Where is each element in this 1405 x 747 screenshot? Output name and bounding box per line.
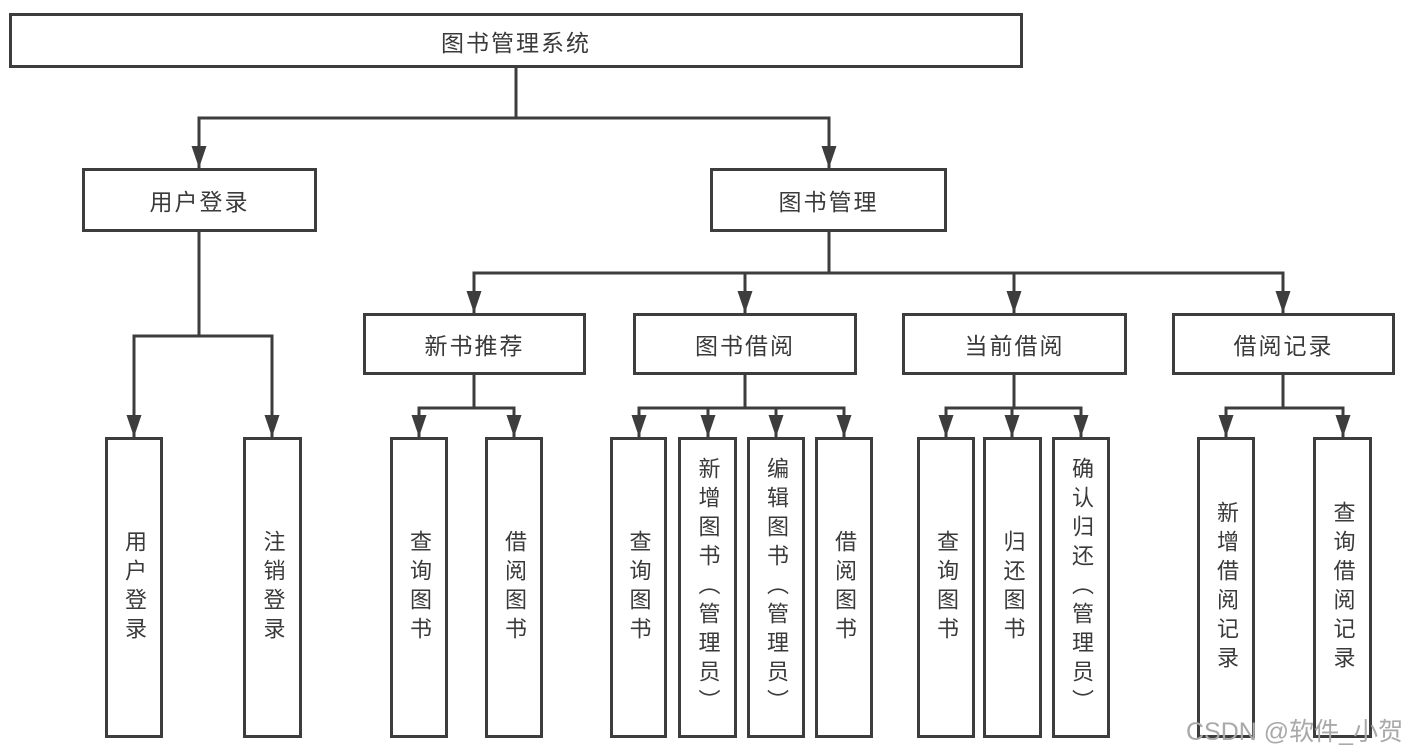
leaf-logout: 注销登录 [243, 437, 302, 738]
leaf-label: 查询图书 [934, 529, 959, 646]
leaf-bb-borrow-books: 借阅图书 [815, 437, 873, 738]
node-user-login: 用户登录 [82, 168, 317, 232]
leaf-label: 新增图书（管理员） [695, 457, 721, 718]
node-borrowing-records: 借阅记录 [1172, 313, 1395, 375]
node-current-borrowing: 当前借阅 [902, 313, 1127, 375]
leaf-label: 确认归还（管理员） [1069, 457, 1094, 718]
leaf-nbr-borrow-books: 借阅图书 [485, 437, 543, 738]
leaf-label: 借阅图书 [502, 529, 527, 646]
leaf-label: 用户登录 [122, 529, 147, 646]
leaf-label: 新增借阅记录 [1214, 500, 1239, 675]
leaf-bb-edit-books-admin: 编辑图书（管理员） [747, 437, 805, 738]
leaf-br-add-record: 新增借阅记录 [1197, 437, 1255, 738]
leaf-cb-confirm-return-admin: 确认归还（管理员） [1052, 437, 1110, 738]
leaf-nbr-query-books: 查询图书 [390, 437, 448, 738]
leaf-label: 归还图书 [1000, 529, 1026, 646]
node-new-book-recommend: 新书推荐 [363, 313, 586, 375]
leaf-bb-query-books: 查询图书 [610, 437, 667, 738]
leaf-user-login: 用户登录 [105, 437, 163, 738]
node-book-management: 图书管理 [710, 168, 947, 232]
leaf-cb-query-books: 查询图书 [917, 437, 975, 738]
leaf-cb-return-books: 归还图书 [983, 437, 1042, 738]
leaf-label: 编辑图书（管理员） [764, 457, 789, 718]
leaf-label: 借阅图书 [832, 529, 857, 646]
leaf-label: 查询图书 [407, 529, 432, 646]
leaf-label: 注销登录 [260, 529, 286, 646]
leaf-br-query-record: 查询借阅记录 [1313, 437, 1372, 738]
node-root: 图书管理系统 [9, 13, 1023, 68]
leaf-label: 查询借阅记录 [1330, 500, 1356, 675]
node-book-borrowing: 图书借阅 [633, 313, 857, 375]
leaf-bb-add-books-admin: 新增图书（管理员） [678, 437, 737, 738]
leaf-label: 查询图书 [626, 529, 652, 646]
watermark: CSDN @软件_小贺同学 [1186, 718, 1405, 746]
